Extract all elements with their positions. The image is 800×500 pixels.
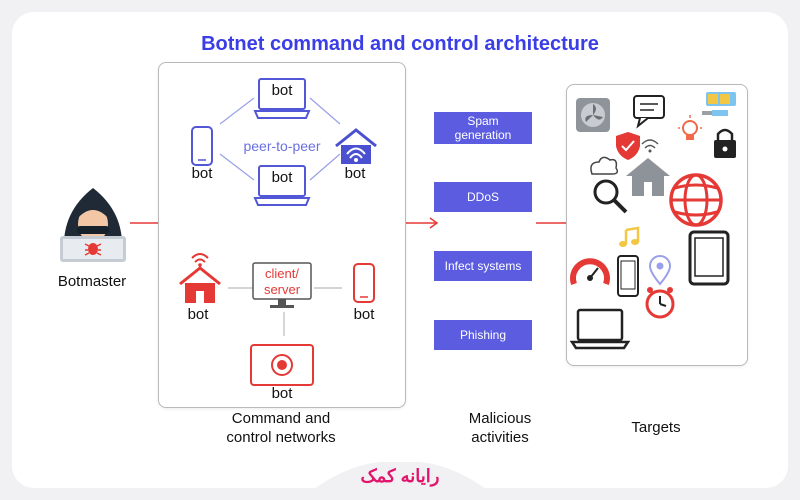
laptop-icon bbox=[569, 308, 631, 350]
activity-spam: Spam generation bbox=[434, 112, 532, 144]
activity-phishing: Phishing bbox=[434, 320, 532, 350]
caption-malicious-line2: activities bbox=[471, 429, 529, 446]
client-server-label-line2: server bbox=[263, 282, 301, 297]
usb-battery-icon bbox=[702, 92, 736, 116]
targets-icons bbox=[569, 92, 736, 350]
activity-spam-line2: generation bbox=[454, 128, 512, 142]
location-pin-icon bbox=[648, 255, 672, 286]
music-icon bbox=[619, 226, 640, 247]
lock-icon bbox=[714, 128, 736, 158]
home-wifi-icon bbox=[335, 128, 377, 164]
p2p-bot-top-label: bot bbox=[271, 82, 293, 99]
p2p-bot-home-label: bot bbox=[344, 165, 366, 182]
cloud-icon bbox=[590, 156, 619, 175]
clock-icon bbox=[645, 287, 675, 319]
phone-icon bbox=[617, 255, 639, 297]
phone-icon bbox=[353, 263, 375, 303]
speedometer-icon bbox=[570, 258, 610, 286]
caption-networks-line1: Command and bbox=[231, 410, 331, 427]
p2p-label: peer-to-peer bbox=[243, 138, 321, 154]
caption-malicious: Malicious activities bbox=[440, 409, 560, 447]
p2p-links bbox=[219, 97, 341, 181]
phone-icon bbox=[191, 126, 213, 166]
client-server-label-line1: client/ bbox=[265, 266, 299, 281]
activity-infect: Infect systems bbox=[434, 251, 532, 281]
botmaster-icon bbox=[60, 188, 126, 262]
caption-networks: Command and control networks bbox=[196, 409, 366, 447]
shield-icon bbox=[616, 132, 640, 160]
cs-bot-phone-label: bot bbox=[353, 306, 375, 323]
laptop-icon bbox=[253, 78, 311, 119]
chat-icon bbox=[633, 95, 665, 129]
caption-networks-line2: control networks bbox=[226, 429, 336, 446]
caption-targets: Targets bbox=[631, 419, 681, 436]
activity-ddos: DDoS bbox=[434, 182, 532, 212]
wifi-icon bbox=[641, 139, 659, 153]
diagram-title: Botnet command and control architecture bbox=[201, 33, 599, 55]
cs-bot-camera-label: bot bbox=[271, 385, 293, 402]
botmaster-label: Botmaster bbox=[57, 273, 127, 290]
camera-icon bbox=[250, 344, 314, 386]
search-icon bbox=[593, 179, 628, 214]
tablet-icon bbox=[688, 230, 730, 286]
brand-logo: رایانه کمک bbox=[360, 466, 440, 486]
server-monitor-icon bbox=[252, 262, 312, 308]
p2p-bot-phone-label: bot bbox=[191, 165, 213, 182]
home-icon bbox=[179, 253, 221, 303]
house-icon bbox=[626, 158, 670, 196]
client-server-links bbox=[228, 287, 342, 336]
laptop-icon bbox=[253, 165, 311, 206]
bottom-wave bbox=[300, 462, 500, 500]
activity-spam-line1: Spam bbox=[467, 114, 499, 128]
fan-icon bbox=[576, 98, 610, 132]
caption-malicious-line1: Malicious bbox=[468, 410, 532, 427]
cs-bot-home-label: bot bbox=[187, 306, 209, 323]
p2p-bot-bottom-label: bot bbox=[271, 169, 293, 186]
globe-icon bbox=[669, 173, 723, 227]
lightbulb-icon bbox=[678, 115, 702, 140]
